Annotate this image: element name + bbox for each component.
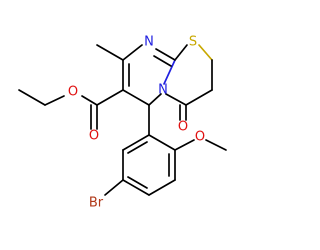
atom-n-bridgehead: N [158, 83, 168, 98]
bond-o-methyl [205, 139, 227, 151]
bond-benz-4-5-inner [127, 176, 148, 189]
bond-benz-1-2 [148, 134, 176, 151]
atom-s: S [189, 35, 197, 50]
bond-n-cme [122, 44, 143, 61]
bond-ch2-ch3 [18, 89, 46, 106]
bond-s-ch2 [198, 44, 213, 61]
atom-br: Br [89, 196, 104, 211]
bond-co-n [165, 93, 187, 106]
atom-o-ring-carbonyl: O [178, 120, 188, 135]
bond-ester-o [81, 95, 98, 106]
atom-o-methoxy: O [195, 130, 205, 145]
bond-aryl-o [174, 139, 195, 151]
atom-n-pyrimidine: N [144, 35, 154, 50]
bond-methyl [96, 44, 124, 61]
atom-o-ester-carbonyl: O [89, 129, 99, 144]
bond-benz-6-1-inner [127, 141, 148, 154]
bond-c8a-n-double-a [155, 48, 176, 61]
bond-aryl-br [104, 179, 124, 196]
bond-c8a-n-double-b [153, 55, 172, 67]
bond-c8a-s [174, 44, 188, 61]
bond-c7-c6 [122, 89, 150, 106]
atom-o-ester: O [68, 85, 78, 100]
bond-benz-6-1 [122, 134, 150, 151]
bond-o-ch2 [44, 95, 65, 106]
bond-benz-3-4 [148, 179, 176, 196]
bond-n-c8a [163, 59, 176, 85]
bond-ch2-co [185, 89, 213, 106]
bond-c7-ester [96, 89, 124, 106]
bond-c6-n [148, 93, 162, 106]
bond-benz-4-5 [122, 179, 150, 196]
molecule-structure: S N N O O O O Br [18, 35, 227, 211]
